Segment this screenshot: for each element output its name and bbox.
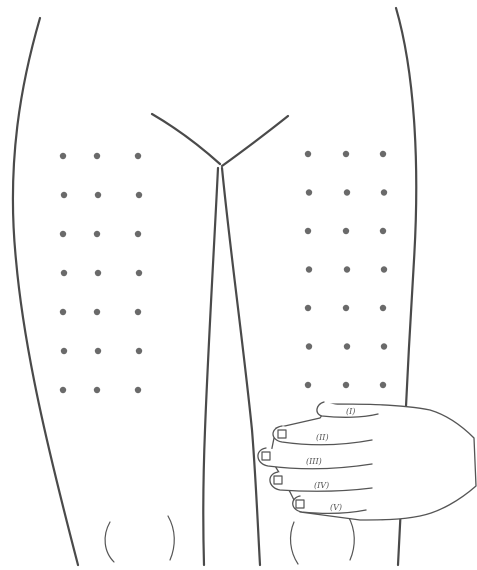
right-grid-dot <box>381 189 387 195</box>
finger-mark-5: (V) <box>330 503 342 512</box>
left-grid-dot <box>136 348 142 354</box>
right-grid-dot <box>306 266 312 272</box>
right-knee-mark-1 <box>291 522 298 564</box>
finger-mark-1: (I) <box>346 407 355 416</box>
left-grid-dot <box>135 387 141 393</box>
right-grid-dot <box>305 228 311 234</box>
finger-mark-3: (III) <box>306 457 322 466</box>
finger-mark-4: (IV) <box>314 481 329 490</box>
right-grid-dot <box>343 305 349 311</box>
left-grid-dot <box>61 270 67 276</box>
left-thigh-outline <box>13 18 78 565</box>
right-inner-thigh-line <box>222 168 260 565</box>
right-grid-dot <box>381 266 387 272</box>
left-grid-dot <box>94 309 100 315</box>
left-grid-dot <box>136 192 142 198</box>
right-grid-dot <box>380 228 386 234</box>
right-dot-grid <box>305 151 387 388</box>
right-grid-dot <box>381 343 387 349</box>
right-grid-dot <box>344 266 350 272</box>
left-grid-dot <box>94 153 100 159</box>
right-grid-dot <box>343 382 349 388</box>
right-grid-dot <box>344 343 350 349</box>
left-grid-dot <box>61 192 67 198</box>
left-knee-mark-2 <box>168 516 174 560</box>
right-grid-dot <box>344 189 350 195</box>
left-grid-dot <box>60 309 66 315</box>
left-grid-dot <box>95 270 101 276</box>
left-knee-mark-1 <box>105 522 114 562</box>
left-grid-dot <box>135 309 141 315</box>
right-grid-dot <box>343 151 349 157</box>
left-gluteal-fold <box>152 114 220 164</box>
right-grid-dot <box>380 305 386 311</box>
left-grid-dot <box>94 231 100 237</box>
left-grid-dot <box>60 387 66 393</box>
right-grid-dot <box>380 151 386 157</box>
left-inner-thigh-line <box>203 168 218 565</box>
left-grid-dot <box>60 153 66 159</box>
right-grid-dot <box>306 189 312 195</box>
left-grid-dot <box>60 231 66 237</box>
left-grid-dot <box>136 270 142 276</box>
left-grid-dot <box>94 387 100 393</box>
left-grid-dot <box>61 348 67 354</box>
left-grid-dot <box>95 348 101 354</box>
right-grid-dot <box>305 151 311 157</box>
right-grid-dot <box>306 343 312 349</box>
right-grid-dot <box>380 382 386 388</box>
left-grid-dot <box>135 231 141 237</box>
measuring-hand: (I) (II) (III) (IV) (V) <box>258 402 476 520</box>
right-grid-dot <box>305 305 311 311</box>
right-grid-dot <box>343 228 349 234</box>
left-grid-dot <box>135 153 141 159</box>
right-grid-dot <box>305 382 311 388</box>
left-dot-grid <box>60 153 142 393</box>
left-grid-dot <box>95 192 101 198</box>
finger-mark-2: (II) <box>316 433 329 442</box>
right-knee-mark-2 <box>348 516 354 560</box>
right-gluteal-fold <box>222 116 288 166</box>
